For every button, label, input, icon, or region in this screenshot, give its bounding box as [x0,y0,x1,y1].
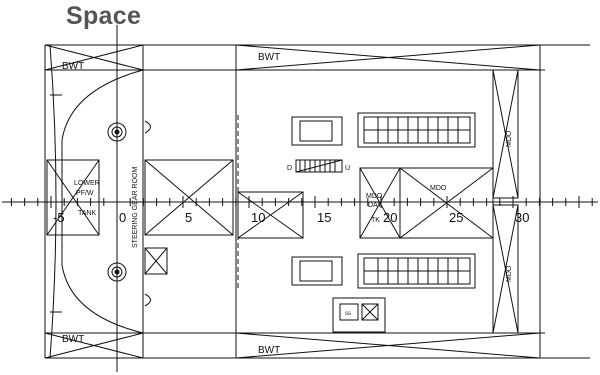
pump-unit [332,297,386,333]
void-space [144,159,234,236]
bwt-tank-bottom-fwd [235,332,541,359]
bwt-tank-bottom-aft [44,332,144,359]
label-mdo-day-3: TK [371,217,380,224]
label-d: D [287,165,292,172]
mdo-tank-lower [492,204,519,334]
bwt-tank-top-fwd [235,44,541,71]
label-bwt-bottom-fwd: BWT [258,345,280,356]
frame-number-label: 10 [251,210,265,225]
label-mdo-center: MDO [430,185,447,192]
frame-number-label: 25 [449,210,463,225]
frame-number-label: -5 [53,210,65,225]
label-mdo-lower: MDO [506,265,513,282]
label-steering-gear-room: STEERING GEAR ROOM [132,167,139,248]
section-heading: Space [66,2,142,30]
label-lower-tank-1: LOWER [74,180,100,187]
lower-pfw-tank [46,159,100,236]
label-bwt-bottom-aft: BWT [62,334,84,345]
du-unit [295,159,343,173]
engine-upper [291,112,476,148]
box-frame-10-15 [237,191,304,239]
label-small-box: ss [345,311,351,317]
frame-number-label: 0 [119,210,126,225]
small-void [144,247,168,275]
frame-number-labels: -5 0 5 10 15 20 25 30 [53,210,529,225]
label-lower-tank-2: PF/W [76,190,94,197]
frame-number-label: 15 [317,210,331,225]
label-mdo-day-1: MDO [366,193,383,200]
engine-lower [291,253,476,289]
label-bwt-top-fwd: BWT [258,52,280,63]
mdo-tank-upper [492,69,519,199]
frame-number-label: 30 [515,210,529,225]
label-bwt-top-aft: BWT [62,61,84,72]
frame-number-label: 20 [383,210,397,225]
frame-number-label: 5 [185,210,192,225]
bwt-tank-top-aft [44,44,144,71]
label-lower-tank-3: TANK [78,210,96,217]
label-mdo-upper: MDO [506,130,513,147]
label-mdo-day-2: DAY [368,202,382,209]
label-u: U [345,165,350,172]
frame-ticks [10,196,593,208]
